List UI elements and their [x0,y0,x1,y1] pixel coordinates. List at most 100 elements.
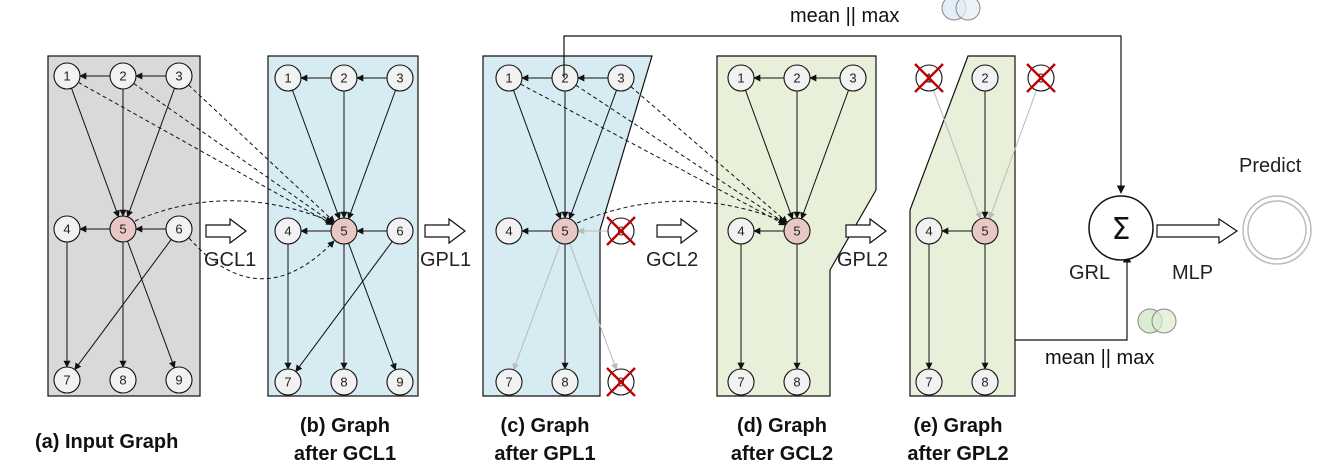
node-label: 2 [561,71,568,86]
mlp-label: MLP [1172,262,1213,284]
node-label: 8 [793,375,800,390]
removed-node-icon: 9 [606,367,636,397]
gpl2-label: GPL2 [837,249,888,271]
edge [568,90,618,220]
node-label: 6 [396,224,403,239]
graph-node: 8 [551,368,579,396]
graph-node: 1 [727,64,755,92]
graph-node: 4 [53,215,81,243]
graph-node: 3 [165,62,193,90]
graph-node: 2 [330,64,358,92]
node-label: 1 [63,69,70,84]
node-label: 7 [737,375,744,390]
venn-icon-bottom [1137,308,1177,334]
graph-node: 8 [971,368,999,396]
flow-arrow-gpl1 [424,217,466,245]
graph-node: 9 [165,366,193,394]
venn-icon-top [941,0,981,21]
graph-node: 7 [727,368,755,396]
readout-bottom-label: mean || max [1045,347,1154,369]
edge [188,237,335,280]
node-label: 7 [505,375,512,390]
edge [569,243,618,371]
edge [512,90,562,220]
edge [520,83,787,226]
graph-node: 4 [274,217,302,245]
graph-node: 1 [274,64,302,92]
graph-node: 2 [971,64,999,92]
edge [800,90,850,220]
graph-node: 6 [165,215,193,243]
flow-arrows [205,217,1239,245]
removed-node-icon: 6 [606,216,636,246]
edge [348,243,397,371]
edge [70,88,120,218]
graph-node: 5 [971,217,999,245]
graph-node: 1 [53,62,81,90]
removed-node-icon: 1 [914,63,944,93]
node-label: 4 [284,224,291,239]
node-label: 8 [561,375,568,390]
node-label: 5 [119,222,126,237]
edge [126,88,176,218]
gcl1-label: GCL1 [204,249,256,271]
graph-node: 6 [386,217,414,245]
edge [988,90,1038,220]
edge [295,241,393,373]
removed-node-icon: 3 [1026,63,1056,93]
readout-connectors [563,35,1132,341]
node-label: 4 [505,224,512,239]
graph-node: 2 [551,64,579,92]
graph-node: 4 [495,217,523,245]
node-label: 6 [175,222,182,237]
readout-top-label: mean || max [790,5,899,27]
edge [512,243,561,371]
node-label: 9 [175,373,182,388]
flow-arrow-gcl2 [656,217,698,245]
graph-node: 4 [727,217,755,245]
graph-node: 2 [109,62,137,90]
graph-node: 7 [274,368,302,396]
node-label: 2 [793,71,800,86]
flow-arrow-mlp [1156,217,1239,245]
node-label: 1 [737,71,744,86]
gpl1-label: GPL1 [420,249,471,271]
graph-node: 3 [839,64,867,92]
node-label: 5 [340,224,347,239]
node-label: 3 [396,71,403,86]
node-label: 2 [981,71,988,86]
node-label: 7 [63,373,70,388]
node-label: 8 [981,375,988,390]
graph-node: 4 [915,217,943,245]
node-label: 2 [340,71,347,86]
edge [74,239,172,371]
edge [744,90,794,220]
caption-b-line-1: (b) Graph [300,415,390,437]
grl-label: GRL [1069,262,1110,284]
node-label: 7 [925,375,932,390]
caption-c-line-1: (c) Graph [501,415,590,437]
caption-a-line-1: (a) Input Graph [35,431,178,453]
edge [127,241,176,369]
caption-d-line-1: (d) Graph [737,415,827,437]
graph-node: 9 [386,368,414,396]
node-label: 1 [284,71,291,86]
graph-node: 7 [915,368,943,396]
node-label: 2 [119,69,126,84]
removed-node-marks: 6 9 1 3 [606,63,1056,397]
edge [188,84,336,223]
graph-node: 2 [783,64,811,92]
edge [576,200,786,224]
graph-node: 1 [495,64,523,92]
graph-node: 3 [386,64,414,92]
flow-arrow-gpl2 [845,217,887,245]
caption-e-line-1: (e) Graph [914,415,1003,437]
node-label: 4 [63,222,70,237]
graph-node: 5 [109,215,137,243]
sum-symbol: Σ [1112,212,1131,247]
caption-c-line-2: after GPL1 [494,443,595,465]
gcl2-label: GCL2 [646,249,698,271]
node-label: 7 [284,375,291,390]
node-label: 4 [737,224,744,239]
